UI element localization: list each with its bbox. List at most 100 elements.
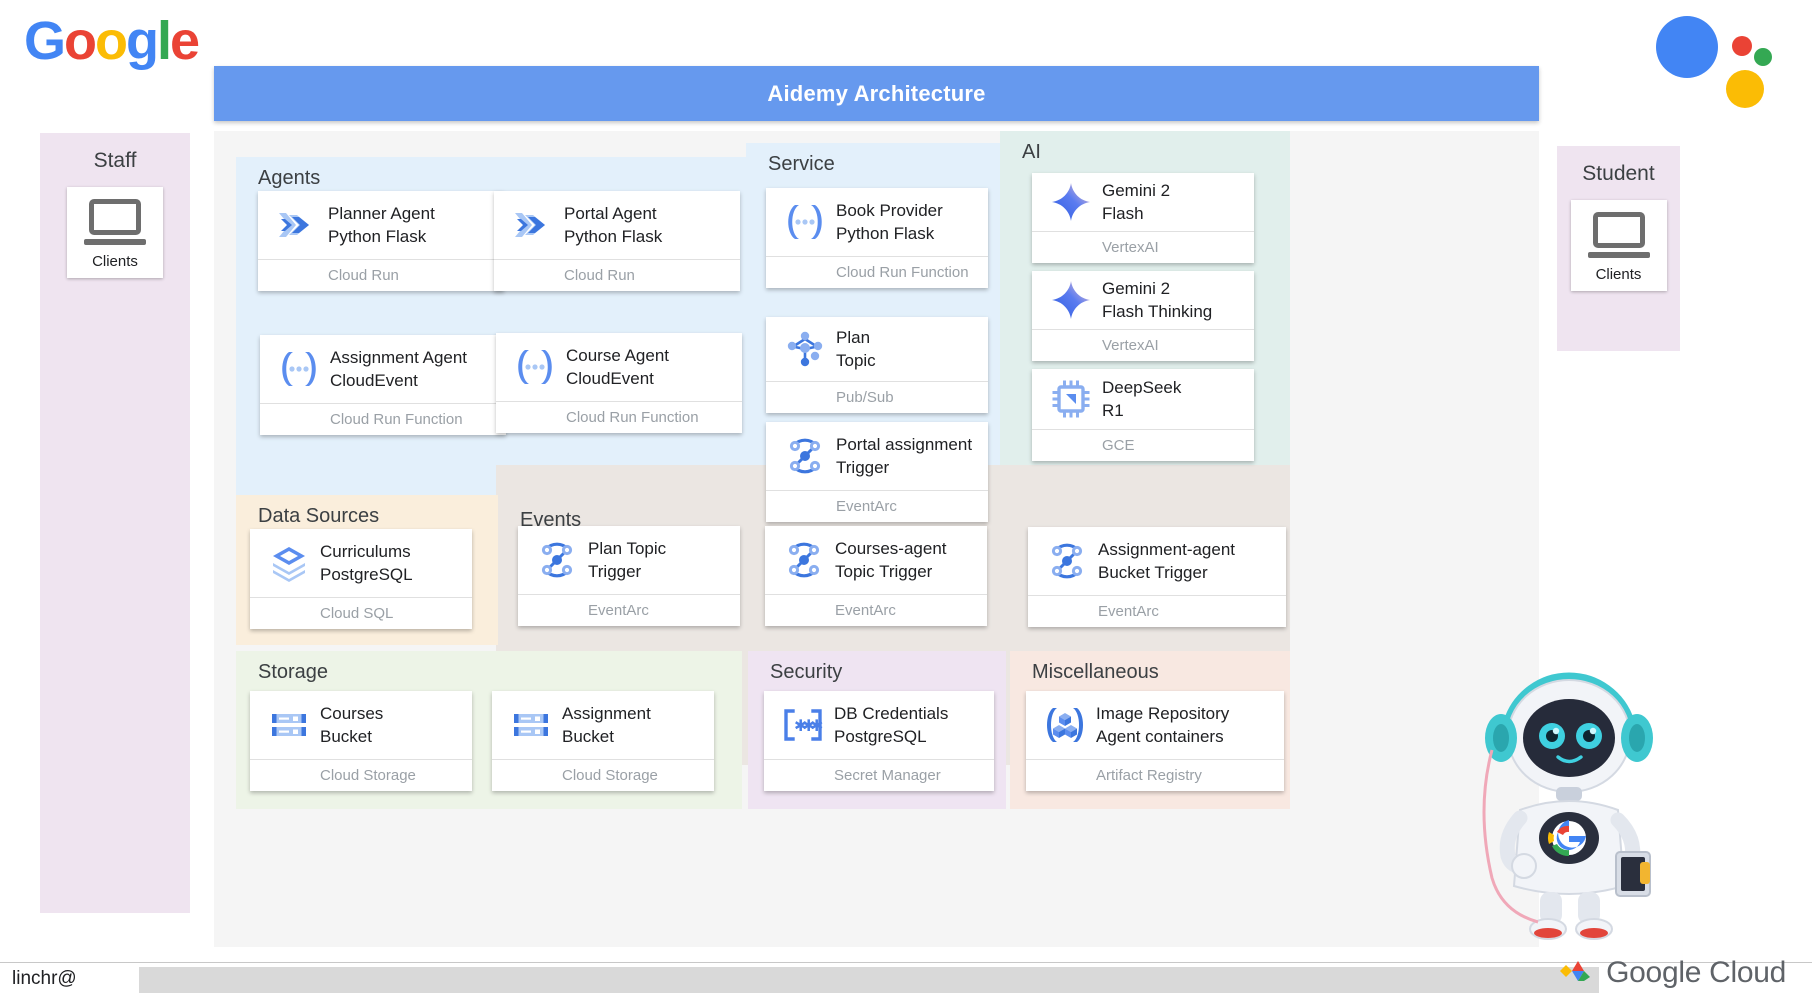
card-plan-topic-trigger[interactable]: Plan Topic Trigger EventArc xyxy=(518,526,740,626)
eventarc-icon xyxy=(777,533,831,587)
staff-clients-label: Clients xyxy=(92,253,138,270)
card-subtitle: Cloud Storage xyxy=(250,759,472,791)
page-title: Aidemy Architecture xyxy=(767,80,986,106)
card-plan-topic[interactable]: Plan Topic Pub/Sub xyxy=(766,317,988,413)
cloud-run-function-icon xyxy=(508,340,562,394)
artifact-registry-icon xyxy=(1038,698,1092,752)
card-image-repository[interactable]: Image Repository Agent containers Artifa… xyxy=(1026,691,1284,791)
card-subtitle: Cloud Run Function xyxy=(260,403,506,435)
footer-progress-bar xyxy=(139,967,1599,993)
card-title-line2: Python Flask xyxy=(564,227,663,246)
gemini-spark-icon xyxy=(1044,175,1098,229)
card-title-line2: Bucket Trigger xyxy=(1098,563,1208,582)
card-title-line1: Portal assignment xyxy=(836,435,973,454)
laptop-icon xyxy=(1587,212,1650,258)
google-logo-letter: o xyxy=(95,11,128,71)
cloud-sql-icon xyxy=(262,536,316,590)
google-logo-letter: l xyxy=(157,11,172,71)
student-clients-card[interactable]: Clients xyxy=(1570,200,1667,291)
card-title-line1: Assignment xyxy=(562,704,651,723)
group-data-sources-title: Data Sources xyxy=(258,505,380,527)
card-title-line2: Python Flask xyxy=(836,224,935,243)
card-subtitle: Cloud Run xyxy=(258,259,504,291)
card-subtitle: Cloud SQL xyxy=(250,597,472,629)
group-agents-title: Agents xyxy=(258,167,321,189)
card-title-line1: Book Provider xyxy=(836,201,943,220)
card-title-line2: Bucket xyxy=(562,727,614,746)
card-portal-assignment-trigger[interactable]: Portal assignment Trigger EventArc xyxy=(766,422,988,522)
card-assignment-bucket[interactable]: Assignment Bucket Cloud Storage xyxy=(492,691,714,791)
card-planner-agent[interactable]: Planner Agent Python Flask Cloud Run xyxy=(258,191,504,291)
card-subtitle: Cloud Run Function xyxy=(766,256,988,288)
google-assistant-dots-icon xyxy=(1656,14,1776,108)
card-assignment-agent[interactable]: Assignment Agent CloudEvent Cloud Run Fu… xyxy=(260,335,506,435)
google-logo-letter: e xyxy=(170,11,200,71)
card-title-line2: Topic xyxy=(836,351,876,370)
staff-clients-card[interactable]: Clients xyxy=(67,187,163,278)
card-curriculums[interactable]: Curriculums PostgreSQL Cloud SQL xyxy=(250,529,472,629)
student-clients-label: Clients xyxy=(1595,266,1642,283)
assistant-dot-blue xyxy=(1656,16,1718,78)
card-course-agent[interactable]: Course Agent CloudEvent Cloud Run Functi… xyxy=(496,333,742,433)
google-logo-letter: g xyxy=(126,11,159,71)
card-subtitle: GCE xyxy=(1032,429,1254,461)
card-subtitle: Cloud Storage xyxy=(492,759,714,791)
staff-panel: Staff Clients xyxy=(40,133,190,913)
eventarc-icon xyxy=(778,429,832,483)
pubsub-icon xyxy=(778,322,832,376)
group-miscellaneous-title: Miscellaneous xyxy=(1032,661,1159,683)
card-title-line1: Course Agent xyxy=(566,346,670,365)
gemini-spark-icon xyxy=(1044,273,1098,327)
card-subtitle: Artifact Registry xyxy=(1026,759,1284,791)
card-assignment-agent-bucket-trigger[interactable]: Assignment-agent Bucket Trigger EventArc xyxy=(1028,527,1286,627)
card-title-line2: Flash Thinking xyxy=(1102,302,1213,321)
card-subtitle: EventArc xyxy=(765,594,987,626)
cpu-chip-icon xyxy=(1044,372,1098,426)
card-db-credentials[interactable]: ✱✱✱ DB Credentials PostgreSQL Secret Man… xyxy=(764,691,994,791)
card-title-line1: DeepSeek xyxy=(1102,378,1182,397)
footer-username: linchr@ xyxy=(12,968,77,989)
card-portal-agent[interactable]: Portal Agent Python Flask Cloud Run xyxy=(494,191,740,291)
cloud-run-function-icon xyxy=(778,195,832,249)
google-logo-letter: G xyxy=(24,11,66,71)
card-title-line2: Topic Trigger xyxy=(835,562,933,581)
card-title-line1: Gemini 2 xyxy=(1102,181,1171,200)
card-title-line1: Courses xyxy=(320,704,384,723)
card-gemini-2-flash-thinking[interactable]: Gemini 2 Flash Thinking VertexAI xyxy=(1032,271,1254,361)
diagram-title-bar: Aidemy Architecture xyxy=(214,66,1539,121)
assistant-dot-yellow xyxy=(1726,70,1764,108)
card-title-line1: Plan xyxy=(836,328,871,347)
card-title-line1: Assignment-agent xyxy=(1098,540,1236,559)
card-subtitle: Cloud Run xyxy=(494,259,740,291)
card-title-line1: Planner Agent xyxy=(328,204,435,223)
card-courses-bucket[interactable]: Courses Bucket Cloud Storage xyxy=(250,691,472,791)
card-subtitle: EventArc xyxy=(518,594,740,626)
cloud-storage-icon xyxy=(262,698,316,752)
card-subtitle: VertexAI xyxy=(1032,329,1254,361)
google-cloud-logo: Google Cloud xyxy=(1554,956,1786,990)
eventarc-icon xyxy=(530,533,584,587)
card-gemini-2-flash[interactable]: Gemini 2 Flash VertexAI xyxy=(1032,173,1254,263)
cloud-icon xyxy=(1560,961,1591,981)
card-title-line2: Flash xyxy=(1102,204,1144,223)
card-title-line2: Python Flask xyxy=(328,227,427,246)
card-title-line2: Trigger xyxy=(588,562,642,581)
card-title-line1: Portal Agent xyxy=(564,204,657,223)
card-title-line1: Assignment Agent xyxy=(330,348,468,367)
group-service-title: Service xyxy=(768,153,835,175)
secret-manager-icon: ✱✱✱ xyxy=(776,698,830,752)
google-logo: Google xyxy=(24,10,200,72)
group-events-title: Events xyxy=(520,509,582,531)
card-courses-agent-topic-trigger[interactable]: Courses-agent Topic Trigger EventArc xyxy=(765,526,987,626)
card-deepseek-r1[interactable]: DeepSeek R1 GCE xyxy=(1032,369,1254,461)
card-title-line2: Bucket xyxy=(320,727,372,746)
google-logo-letter: o xyxy=(64,11,97,71)
eventarc-icon xyxy=(1040,534,1094,588)
card-subtitle: EventArc xyxy=(766,490,988,522)
card-subtitle: Cloud Run Function xyxy=(496,401,742,433)
card-title-line2: CloudEvent xyxy=(330,371,418,390)
card-title-line2: PostgreSQL xyxy=(834,727,927,746)
card-book-provider[interactable]: Book Provider Python Flask Cloud Run Fun… xyxy=(766,188,988,288)
card-title-line2: PostgreSQL xyxy=(320,565,413,584)
card-subtitle: EventArc xyxy=(1028,595,1286,627)
